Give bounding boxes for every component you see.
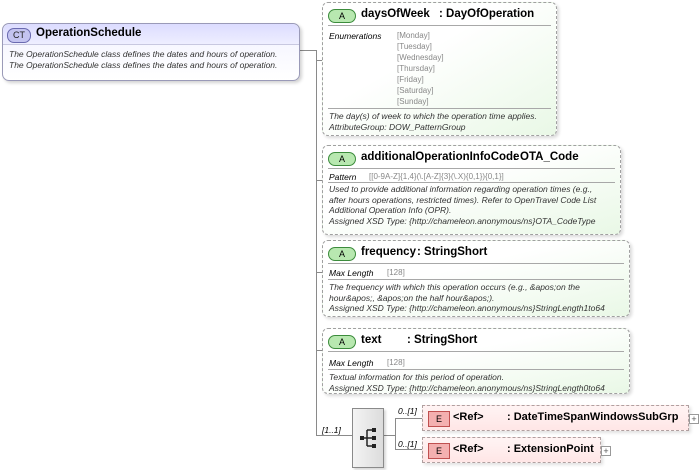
attribute-badge: A — [328, 152, 356, 166]
connector-attr-2 — [316, 180, 322, 181]
sequence-compositor[interactable] — [352, 408, 384, 468]
attribute-frequency[interactable]: A frequency : StringShort Max Length [12… — [322, 240, 630, 317]
element-multiplicity: 0..[1] — [398, 439, 417, 449]
attribute-description-line: AttributeGroup: DOW_PatternGroup — [329, 121, 466, 132]
attribute-description: Textual information for this period of o… — [329, 372, 605, 393]
attribute-badge: A — [328, 247, 356, 261]
facet-label: Enumerations — [329, 31, 382, 41]
attribute-divider — [328, 108, 551, 109]
complex-type-name: OperationSchedule — [36, 27, 142, 39]
attribute-badge: A — [328, 9, 356, 23]
complex-type-badge: CT — [7, 28, 31, 43]
attribute-name: frequency — [361, 246, 416, 258]
facet-value: [Thursday] — [397, 64, 435, 73]
sequence-branch-vertical — [395, 418, 396, 449]
attribute-description-line: Assigned XSD Type: {http://chameleon.ano… — [329, 303, 605, 313]
connector-to-sequence — [316, 435, 352, 436]
attribute-description: The day(s) of week to which the operatio… — [329, 111, 537, 132]
element-ref-target: : ExtensionPoint — [507, 443, 594, 455]
facet-label: Max Length — [329, 268, 374, 278]
element-badge: E — [428, 411, 450, 427]
complex-type-description-line: The OperationSchedule class defines the … — [9, 49, 278, 59]
attribute-description-line: Assigned XSD Type: {http://chameleon.ano… — [329, 215, 596, 226]
element-ref-label: <Ref> — [453, 443, 484, 455]
complex-type-box[interactable]: CT OperationSchedule The OperationSchedu… — [2, 23, 300, 81]
facet-value: [[0-9A-Z]{1,4}(\.[A-Z]{3}(\.X){0,1}){0,1… — [369, 172, 504, 181]
attribute-description: The frequency with which this operation … — [329, 282, 605, 314]
attribute-name: text — [361, 334, 382, 346]
element-ref-target: : DateTimeSpanWindowsSubGrp — [507, 411, 679, 423]
connector-elem-1 — [395, 418, 422, 419]
complex-type-description-line: The OperationSchedule class defines the … — [9, 59, 278, 70]
attribute-text[interactable]: A text : StringShort Max Length [128] Te… — [322, 328, 630, 394]
facet-label: Pattern — [329, 172, 357, 182]
complex-type-description: The OperationSchedule class defines the … — [9, 49, 277, 70]
facet-value: [Tuesday] — [397, 42, 432, 51]
attribute-description-line: Textual information for this period of o… — [329, 372, 504, 382]
attribute-divider — [328, 168, 615, 169]
attribute-name: daysOfWeek — [361, 8, 430, 20]
connector-attr-4 — [316, 350, 322, 351]
facet-value: [Friday] — [397, 75, 424, 84]
attribute-description-line: Assigned XSD Type: {http://chameleon.ano… — [329, 382, 605, 393]
attribute-divider — [328, 182, 615, 183]
element-badge: E — [428, 443, 450, 459]
attribute-description-line: Additional Operation Info (OPR). — [329, 205, 452, 215]
attribute-type: : OTA_Code — [513, 151, 579, 163]
attribute-description-line: The frequency with which this operation … — [329, 282, 580, 292]
attribute-description: Used to provide additional information r… — [329, 184, 596, 226]
attribute-description-line: Used to provide additional information r… — [329, 184, 593, 194]
complex-type-header: CT OperationSchedule — [3, 24, 299, 45]
attribute-type: : StringShort — [417, 246, 488, 258]
attribute-divider — [328, 369, 624, 370]
attribute-additional-operation-info-code[interactable]: A additionalOperationInfoCode : OTA_Code… — [322, 145, 621, 235]
attribute-description-line: after hours operations, restricted times… — [329, 194, 597, 205]
facet-label: Max Length — [329, 358, 374, 368]
attribute-divider — [328, 279, 624, 280]
connector-attr-3 — [316, 272, 322, 273]
trunk-vertical — [316, 50, 317, 435]
facet-value: [Saturday] — [397, 86, 434, 95]
attribute-type: : StringShort — [407, 334, 478, 346]
expand-button[interactable]: + — [601, 446, 611, 456]
element-ref-datetime-span-windows[interactable]: E <Ref> : DateTimeSpanWindowsSubGrp — [422, 405, 689, 431]
connector-ct-to-trunk — [298, 50, 316, 51]
attribute-days-of-week[interactable]: A daysOfWeek : DayOfOperation Enumeratio… — [322, 2, 557, 136]
attribute-divider — [328, 25, 551, 26]
attribute-description-line: The day(s) of week to which the operatio… — [329, 111, 537, 121]
attribute-badge: A — [328, 335, 356, 349]
facet-value: [Sunday] — [397, 97, 429, 106]
element-ref-extension-point[interactable]: E <Ref> : ExtensionPoint — [422, 437, 601, 463]
facet-value: [Monday] — [397, 31, 430, 40]
element-multiplicity: 0..[1] — [398, 406, 417, 416]
attribute-divider — [328, 351, 624, 352]
element-ref-label: <Ref> — [453, 411, 484, 423]
connector-elem-2 — [395, 449, 422, 450]
facet-value: [Wednesday] — [397, 53, 444, 62]
attribute-type: : DayOfOperation — [439, 8, 535, 20]
connector-attr-1 — [316, 60, 322, 61]
sequence-multiplicity: [1..1] — [322, 425, 341, 435]
sequence-out-line — [382, 435, 395, 436]
attribute-name: additionalOperationInfoCode — [361, 151, 520, 163]
attribute-description-line: hour&apos;, &apos;on the half hour&apos;… — [329, 292, 495, 303]
facet-value: [128] — [387, 358, 405, 367]
attribute-divider — [328, 263, 624, 264]
sequence-compositor-icon — [360, 428, 376, 448]
expand-button[interactable]: + — [689, 414, 699, 424]
facet-value: [128] — [387, 268, 405, 277]
